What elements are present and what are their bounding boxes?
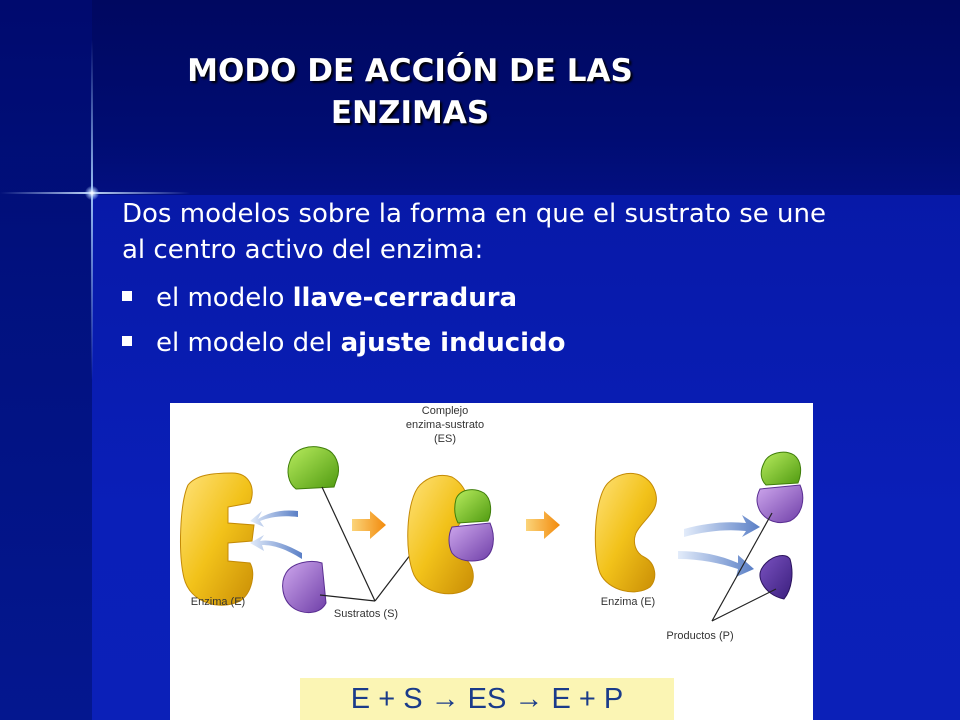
pointer-line (319, 594, 376, 602)
intro-line-1: Dos modelos sobre la forma en que el sus… (122, 199, 826, 229)
enzyme-free-left (180, 472, 255, 606)
bullet-bold-term: ajuste inducido (340, 328, 566, 358)
pointer-line (321, 486, 376, 602)
enzyme-substrate-complex (407, 474, 494, 595)
pointer-line (711, 588, 777, 622)
product-dark-purple (759, 555, 793, 600)
blue-arrow-icon (678, 551, 754, 577)
reaction-equation: E + S → ES → E + P (300, 678, 674, 720)
enzyme-label-left: Enzima (E) (191, 596, 245, 608)
background-top (0, 0, 960, 195)
light-flare-center (85, 186, 99, 200)
intro-line-2: al centro activo del enzima: (122, 235, 484, 265)
substrate-purple (282, 560, 327, 613)
blue-arrow-icon (250, 535, 302, 559)
bullet-bold-term: llave-cerradura (292, 283, 518, 313)
blue-arrow-icon (250, 510, 298, 527)
enzyme-diagram: Complejo enzima-sustrato (ES) Enzima (E)… (170, 403, 813, 720)
blue-arrow-icon (684, 515, 760, 537)
square-bullet-icon (122, 335, 132, 346)
enzyme-label-right: Enzima (E) (601, 596, 655, 608)
title-line-2: ENZIMAS (330, 95, 490, 131)
substrate-green (287, 446, 339, 490)
slide-title: MODO DE ACCIÓN DE LAS ENZIMAS (100, 50, 720, 134)
complex-label-line-3: (ES) (434, 433, 456, 445)
complex-label-line-1: Complejo (422, 405, 468, 417)
bullet-item-lock-key: el modelo llave-cerradura (122, 280, 517, 316)
light-flare-vertical (91, 40, 93, 380)
complex-label-line-2: enzima-sustrato (406, 419, 484, 431)
square-bullet-icon (122, 290, 132, 301)
substrates-label: Sustratos (S) (334, 608, 398, 620)
enzyme-diagram-svg: Complejo enzima-sustrato (ES) Enzima (E)… (180, 405, 804, 642)
enzyme-free-right (594, 472, 657, 593)
background-left (0, 0, 92, 720)
orange-arrow-icon (352, 511, 386, 539)
bullet-prefix: el modelo (156, 283, 293, 313)
bullet-item-induced-fit: el modelo del ajuste inducido (122, 325, 566, 361)
orange-arrow-icon (526, 511, 560, 539)
intro-text: Dos modelos sobre la forma en que el sus… (122, 196, 922, 268)
pointer-line (711, 512, 773, 622)
title-line-1: MODO DE ACCIÓN DE LAS (187, 53, 633, 89)
product-green-purple (756, 451, 804, 524)
bullet-prefix: el modelo del (156, 328, 341, 358)
products-label: Productos (P) (666, 630, 733, 642)
